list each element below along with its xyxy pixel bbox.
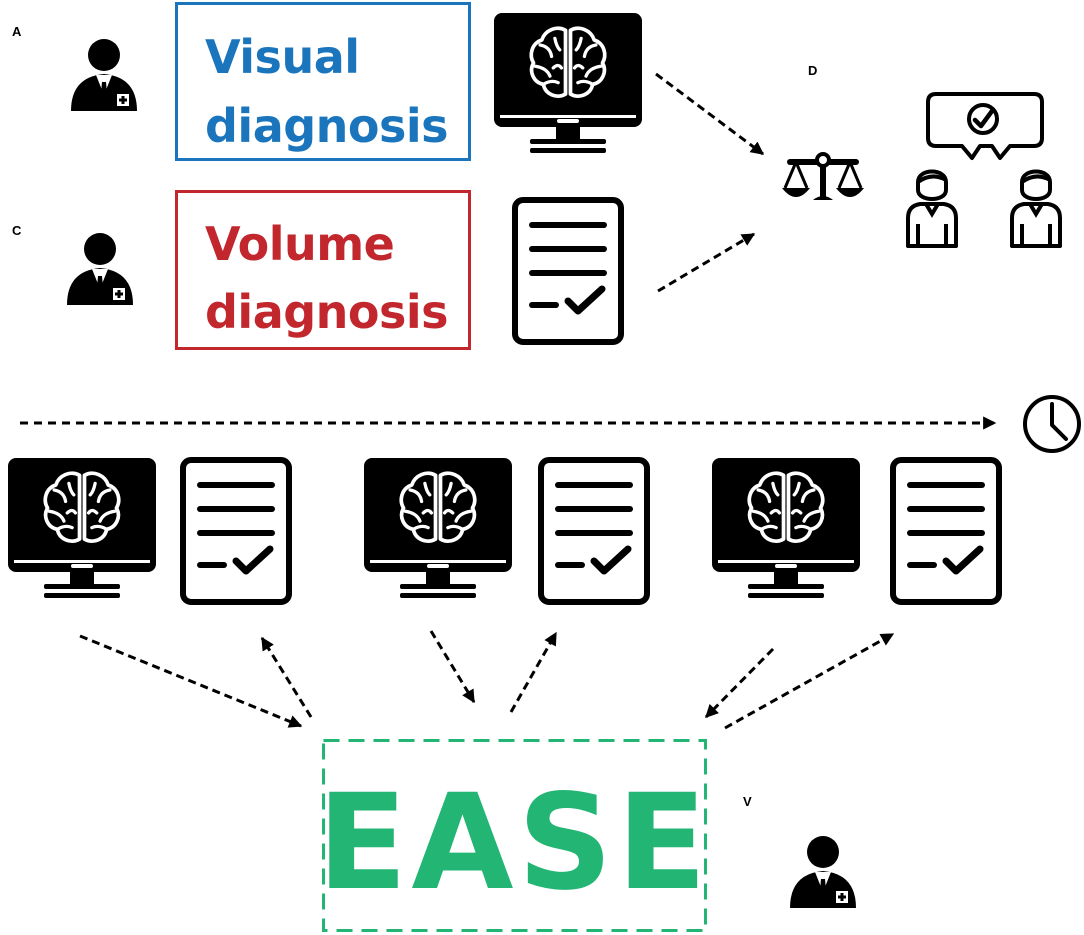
doctor-icon bbox=[67, 233, 133, 305]
balance-scale-icon bbox=[782, 154, 864, 200]
panel-label-a: A bbox=[12, 24, 22, 39]
volume-diagnosis-line1: Volume bbox=[205, 217, 394, 271]
arrow-icon bbox=[260, 636, 313, 718]
clock-icon bbox=[1023, 395, 1081, 453]
checklist-document-icon bbox=[541, 460, 647, 602]
arrow-icon bbox=[724, 632, 895, 730]
doctor-icon bbox=[790, 836, 856, 908]
panel-label-v: V bbox=[743, 794, 752, 809]
brain-monitor-icon bbox=[8, 458, 156, 598]
panel-label-d: D bbox=[808, 63, 817, 78]
ease-label: EASE bbox=[317, 766, 711, 920]
volume-diagnosis-line2: diagnosis bbox=[205, 285, 448, 339]
ease-box bbox=[322, 739, 707, 932]
panel-label-c: C bbox=[12, 223, 22, 238]
doctor-icon bbox=[71, 39, 137, 111]
checklist-document-icon bbox=[893, 460, 999, 602]
arrow-icon bbox=[429, 630, 476, 704]
brain-monitor-icon bbox=[364, 458, 512, 598]
volume-diagnosis-box bbox=[175, 190, 471, 350]
visual-diagnosis-line2: diagnosis bbox=[205, 99, 448, 153]
visual-diagnosis-box bbox=[175, 2, 471, 161]
arrow-icon bbox=[79, 634, 303, 728]
arrow-icon bbox=[657, 232, 756, 293]
brain-monitor-icon bbox=[712, 458, 860, 598]
arrow-icon bbox=[655, 72, 765, 156]
checklist-document-icon bbox=[183, 460, 289, 602]
checklist-document-icon bbox=[515, 200, 621, 342]
arrow-icon bbox=[704, 647, 775, 719]
consensus-icon bbox=[906, 92, 1062, 248]
visual-diagnosis-line1: Visual bbox=[205, 30, 360, 84]
brain-monitor-icon bbox=[494, 13, 642, 153]
arrow-icon bbox=[509, 631, 558, 713]
